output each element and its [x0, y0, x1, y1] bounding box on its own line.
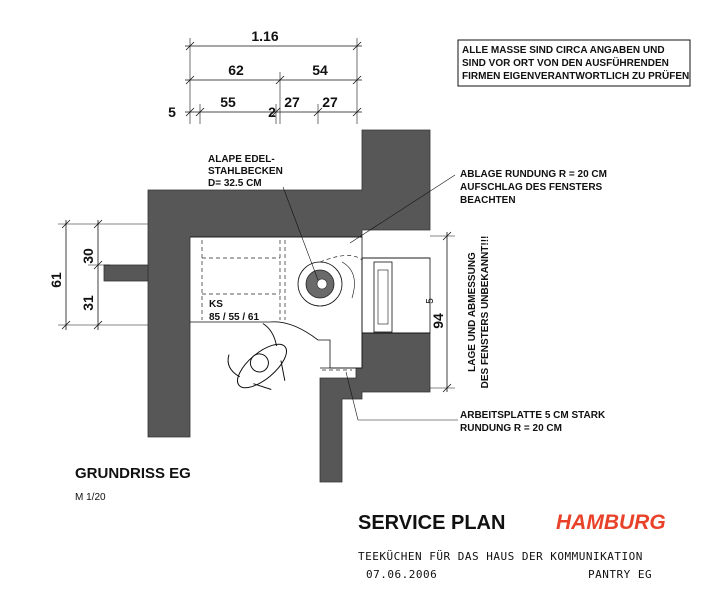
dim-vertical-total: 61 — [48, 272, 64, 288]
person-icon — [227, 323, 287, 391]
leader-lines — [282, 174, 458, 421]
dim-left-segment: 62 — [228, 62, 244, 78]
fridge-label-line-2: 85 / 55 / 61 — [209, 312, 259, 323]
dimension-lines-top — [185, 38, 362, 124]
city-name: HAMBURG — [556, 511, 666, 534]
dim-27a: 27 — [284, 94, 300, 110]
dim-vertical-top: 30 — [80, 248, 96, 264]
window-glass — [377, 269, 389, 325]
disclaimer-line-3: FIRMEN EIGENVERANTWORTLICH ZU PRÜFEN — [462, 69, 689, 82]
wall-stub-left — [103, 264, 149, 282]
dim-right-segment: 54 — [312, 62, 328, 78]
dim-5: 5 — [168, 104, 176, 120]
brand-name: SERVICE PLAN — [358, 512, 505, 534]
dimension-lines-left — [58, 219, 148, 330]
dim-window-width-sup: 5 — [425, 298, 436, 304]
sink-label-line-3: D= 32.5 CM — [208, 178, 262, 189]
room-name: PANTRY EG — [588, 568, 652, 581]
dim-27b: 27 — [322, 94, 338, 110]
ablage-label-line-3: BEACHTEN — [460, 195, 516, 206]
disclaimer-line-1: ALLE MASSE SIND CIRCA ANGABEN UND — [462, 45, 665, 56]
window-frame — [361, 257, 431, 334]
sink-label-line-2: STAHLBECKEN — [208, 166, 283, 177]
disclaimer-line-2: SIND VOR ORT VON DEN AUSFÜHRENDEN — [462, 56, 669, 69]
window-unknown-line-2: DES FENSTERS UNBEKANNT!!! — [480, 236, 491, 389]
ablage-label-line-2: AUFSCHLAG DES FENSTERS — [460, 182, 603, 193]
fridge-label-line-1: KS — [209, 299, 223, 310]
dimension-lines-right — [430, 231, 455, 393]
plan-title: GRUNDRISS EG — [75, 465, 191, 482]
project-name: TEEKÜCHEN FÜR DAS HAUS DER KOMMUNIKATION — [358, 550, 643, 563]
dim-window-width: 94 — [430, 313, 446, 329]
dim-total: 1.16 — [251, 28, 278, 44]
window-sash — [373, 261, 393, 333]
plan-scale: M 1/20 — [75, 492, 106, 503]
dim-vertical-bottom: 31 — [80, 295, 96, 311]
worktop-label-line-1: ARBEITSPLATTE 5 CM STARK — [460, 410, 606, 421]
sink-label-line-1: ALAPE EDEL- — [208, 154, 275, 165]
sink-drain-icon — [316, 278, 328, 290]
dim-2: 2 — [268, 104, 276, 120]
disclaimer-box — [457, 39, 691, 87]
dim-55: 55 — [220, 94, 236, 110]
worktop-label-line-2: RUNDUNG R = 20 CM — [460, 423, 562, 434]
plan-date: 07.06.2006 — [366, 568, 437, 581]
window — [361, 257, 431, 334]
ablage-label-line-1: ABLAGE RUNDUNG R = 20 CM — [460, 169, 607, 180]
counter — [190, 236, 363, 371]
window-unknown-line-1: LAGE UND ABMESSUNG — [467, 252, 478, 372]
walls — [103, 129, 431, 483]
wall-lower-right — [319, 332, 431, 483]
